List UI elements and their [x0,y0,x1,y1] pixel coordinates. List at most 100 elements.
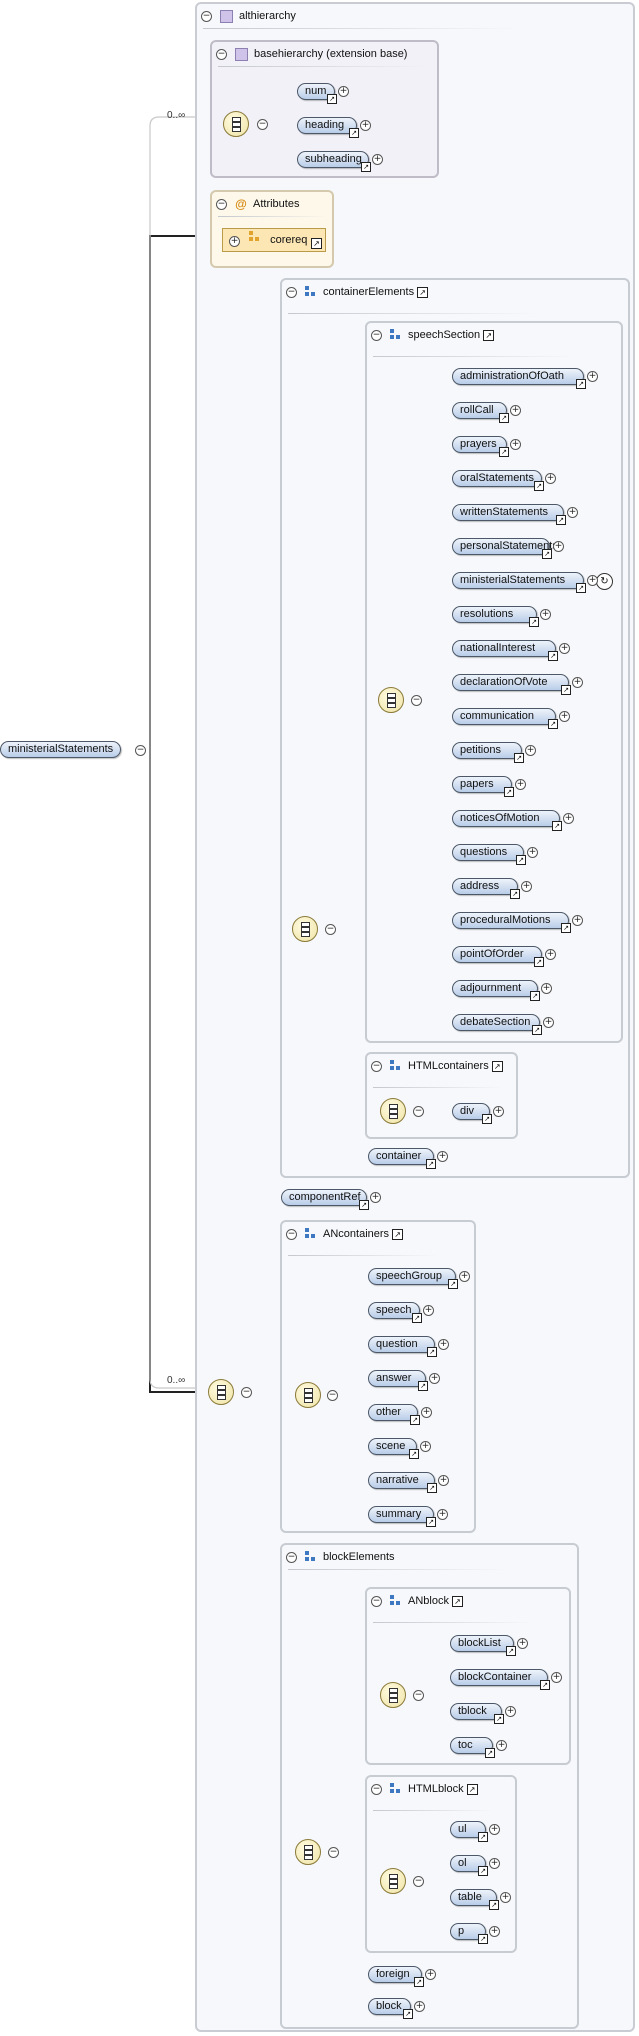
element-node-communication[interactable]: communication↗ [452,708,558,729]
expand-icon[interactable]: + [559,711,570,722]
collapse-icon[interactable]: − [371,329,382,341]
link-icon[interactable]: ↗ [478,1832,488,1842]
link-icon[interactable]: ↗ [392,1228,404,1240]
element-node-div[interactable]: div↗ [452,1103,492,1124]
expand-icon[interactable]: + [437,1509,448,1520]
element-node-prayers[interactable]: prayers↗ [452,436,509,457]
element-node-toc[interactable]: toc↗ [450,1737,495,1758]
link-icon[interactable]: ↗ [410,1415,420,1425]
link-icon[interactable]: ↗ [552,821,562,831]
expand-icon[interactable]: + [515,779,526,790]
expand-icon[interactable]: + [545,949,556,960]
collapse-icon[interactable]: − [216,48,227,60]
expand-icon[interactable]: + [372,154,383,165]
element-node-resolutions[interactable]: resolutions↗ [452,606,539,627]
element-node-question[interactable]: question↗ [368,1336,437,1357]
link-icon[interactable]: ↗ [499,413,509,423]
collapse-icon[interactable]: − [135,745,146,756]
element-node-address[interactable]: address↗ [452,878,520,899]
collapse-icon[interactable]: − [216,198,227,210]
collapse-icon[interactable]: − [201,10,212,22]
attribute-group-corereq[interactable]: + corereq ↗ [222,228,326,252]
collapse-icon[interactable]: − [413,1106,424,1117]
collapse-icon[interactable]: − [286,286,297,298]
expand-icon[interactable]: + [527,847,538,858]
link-icon[interactable]: ↗ [426,1159,436,1169]
link-icon[interactable]: ↗ [417,286,429,298]
link-icon[interactable]: ↗ [426,1517,436,1527]
link-icon[interactable]: ↗ [532,1025,542,1035]
element-node-answer[interactable]: answer↗ [368,1370,428,1391]
element-node-rollCall[interactable]: rollCall↗ [452,402,509,423]
link-icon[interactable]: ↗ [359,1200,369,1210]
expand-icon[interactable]: + [572,915,583,926]
element-node-personalStatements[interactable]: personalStatements↗ [452,538,558,559]
link-icon[interactable]: ↗ [576,583,586,593]
element-node-heading[interactable]: heading↗ [297,117,359,138]
expand-icon[interactable]: + [587,575,598,586]
expand-icon[interactable]: + [496,1740,507,1751]
expand-icon[interactable]: + [437,1151,448,1162]
link-icon[interactable]: ↗ [427,1347,437,1357]
expand-icon[interactable]: + [425,1969,436,1980]
expand-icon[interactable]: + [370,1192,381,1203]
link-icon[interactable]: ↗ [510,889,520,899]
link-icon[interactable]: ↗ [412,1313,422,1323]
element-node-ul[interactable]: ul↗ [450,1821,488,1842]
element-node-questions[interactable]: questions↗ [452,844,526,865]
element-node-summary[interactable]: summary↗ [368,1506,436,1527]
collapse-icon[interactable]: − [411,695,422,706]
expand-icon[interactable]: + [423,1305,434,1316]
expand-icon[interactable]: + [553,541,564,552]
element-node-ol[interactable]: ol↗ [450,1855,488,1876]
element-node-nationalInterest[interactable]: nationalInterest↗ [452,640,558,661]
link-icon[interactable]: ↗ [482,1114,492,1124]
collapse-icon[interactable]: − [257,119,268,130]
link-icon[interactable]: ↗ [548,651,558,661]
expand-icon[interactable]: + [551,1672,562,1683]
link-icon[interactable]: ↗ [491,1060,503,1072]
expand-icon[interactable]: + [521,881,532,892]
element-node-p[interactable]: p↗ [450,1923,488,1944]
element-node-container[interactable]: container↗ [368,1148,436,1169]
collapse-icon[interactable]: − [371,1595,382,1607]
link-icon[interactable]: ↗ [327,94,337,104]
element-node-foreign[interactable]: foreign↗ [368,1966,424,1987]
element-node-componentRef[interactable]: componentRef↗ [281,1189,369,1210]
link-icon[interactable]: ↗ [448,1279,458,1289]
link-icon[interactable]: ↗ [506,1646,516,1656]
link-icon[interactable]: ↗ [478,1866,488,1876]
element-node-subheading[interactable]: subheading↗ [297,151,371,172]
expand-icon[interactable]: + [563,813,574,824]
expand-icon[interactable]: + [510,439,521,450]
link-icon[interactable]: ↗ [485,1748,495,1758]
collapse-icon[interactable]: − [413,1690,424,1701]
link-icon[interactable]: ↗ [576,379,586,389]
element-node-papers[interactable]: papers↗ [452,776,514,797]
link-icon[interactable]: ↗ [414,1977,424,1987]
link-icon[interactable]: ↗ [349,128,359,138]
element-node-writtenStatements[interactable]: writtenStatements↗ [452,504,566,525]
link-icon[interactable]: ↗ [466,1783,478,1795]
root-element-ministerialStatements[interactable]: ministerialStatements [0,741,122,758]
element-node-oralStatements[interactable]: oralStatements↗ [452,470,544,491]
expand-icon[interactable]: + [489,1858,500,1869]
link-icon[interactable]: ↗ [514,753,524,763]
element-node-other[interactable]: other↗ [368,1404,420,1425]
element-node-num[interactable]: num↗ [297,83,337,104]
expand-icon[interactable]: + [541,983,552,994]
expand-icon[interactable]: + [229,236,240,247]
element-node-proceduralMotions[interactable]: proceduralMotions↗ [452,912,571,933]
link-icon[interactable]: ↗ [548,719,558,729]
expand-icon[interactable]: + [414,2001,425,2012]
link-icon[interactable]: ↗ [311,238,322,249]
link-icon[interactable]: ↗ [534,957,544,967]
element-node-debateSection[interactable]: debateSection↗ [452,1014,542,1035]
expand-icon[interactable]: + [505,1706,516,1717]
collapse-icon[interactable]: − [413,1876,424,1887]
expand-icon[interactable]: + [500,1892,511,1903]
expand-icon[interactable]: + [360,120,371,131]
expand-icon[interactable]: + [489,1926,500,1937]
link-icon[interactable]: ↗ [504,787,514,797]
expand-icon[interactable]: + [572,677,583,688]
